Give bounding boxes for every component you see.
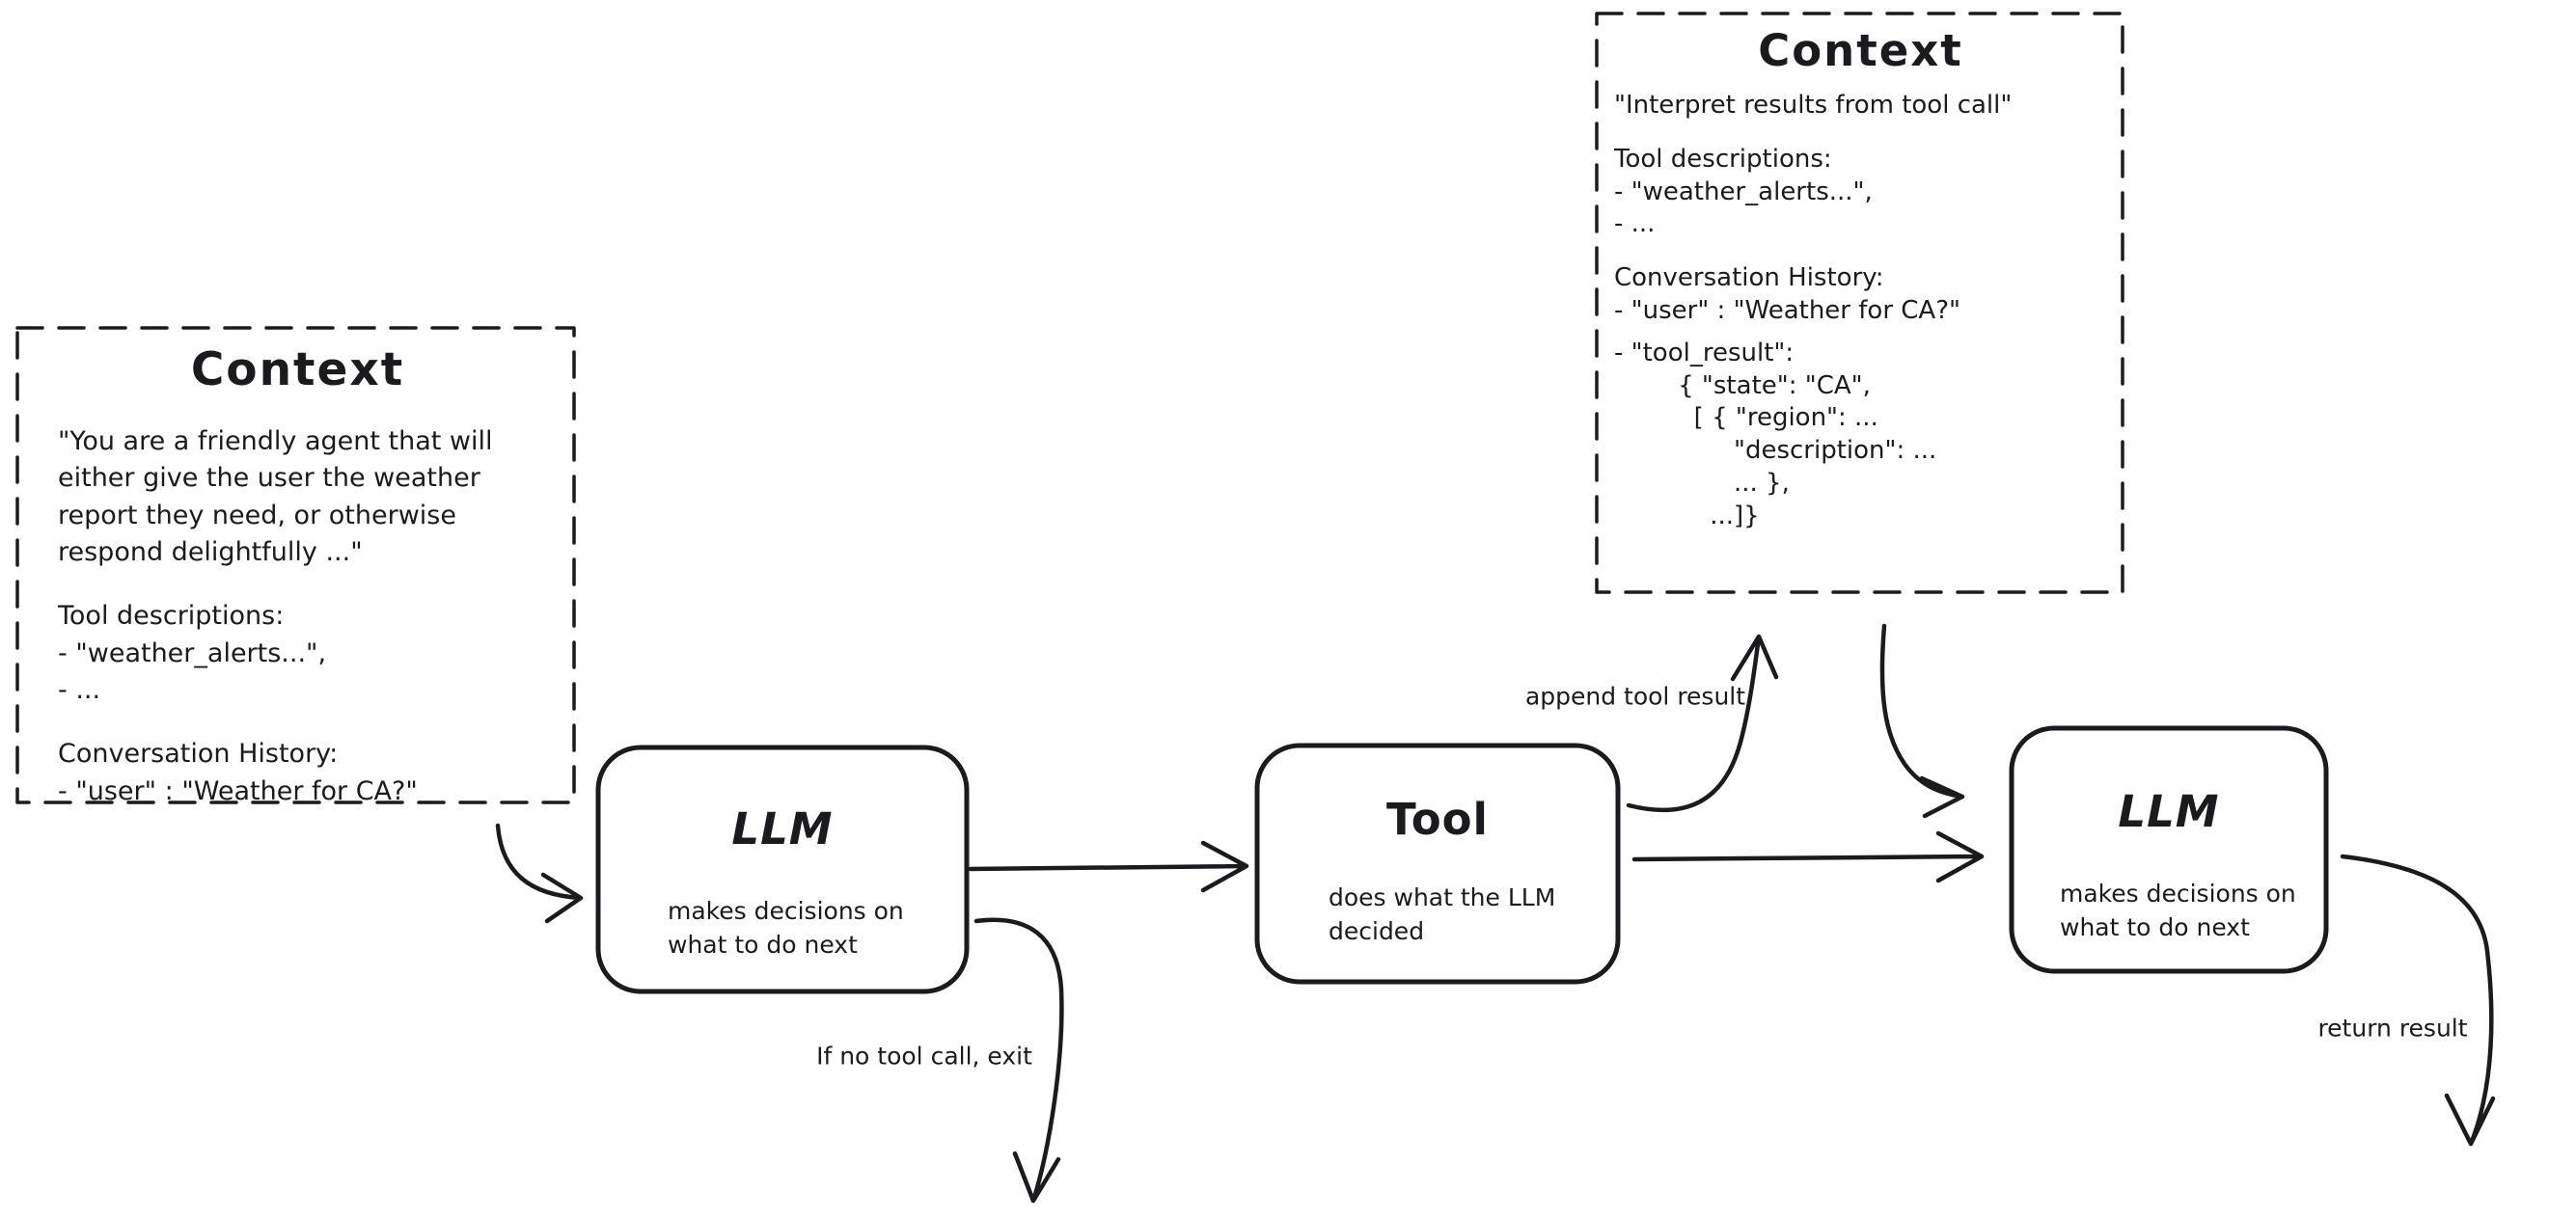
context-top-box: Context "Interpret results from tool cal…	[1597, 14, 2123, 592]
arrow-llm1-to-tool	[968, 840, 1249, 893]
llm1-title: LLM	[731, 803, 834, 855]
context-top-instruction: "Interpret results from tool call"	[1614, 91, 2013, 120]
arrow-llm2-return-result	[2340, 854, 2496, 1147]
context-top-title: Context	[1758, 25, 1963, 76]
tool-node: Tool does what the LLM decided	[1257, 746, 1618, 982]
arrow-tool-to-llm2	[1631, 830, 1985, 883]
arrow-context-top-to-llm2	[1879, 623, 1965, 819]
tool-title: Tool	[1386, 794, 1489, 845]
context-left-box-border	[15, 326, 576, 804]
context-top-conversation-history: Conversation History: - "user" : "Weathe…	[1614, 263, 1960, 325]
llm1-subtitle: makes decisions on what to do next	[668, 897, 904, 959]
context-top-box-border	[1595, 12, 2124, 594]
llm1-box-border	[595, 745, 970, 994]
context-left-conversation-history: Conversation History: - "user" : "Weathe…	[58, 739, 418, 806]
label-if-no-tool-call-exit: If no tool call, exit	[816, 1042, 1032, 1071]
context-left-title: Context	[190, 343, 405, 396]
llm2-title: LLM	[2118, 786, 2220, 837]
context-top-tool-descriptions: Tool descriptions: - "weather_alerts..."…	[1614, 144, 1873, 239]
context-left-system-prompt: "You are a friendly agent that will eith…	[58, 426, 493, 567]
llm2-subtitle: makes decisions on what to do next	[2060, 880, 2296, 941]
context-left-box: Context "You are a friendly agent that w…	[17, 328, 574, 806]
arrow-tool-to-context-top	[1626, 634, 1779, 813]
arrow-context-left-to-llm1	[495, 823, 584, 924]
label-return-result: return result	[2317, 1014, 2468, 1043]
llm2-node: LLM makes decisions on what to do next	[2012, 728, 2326, 971]
context-top-tool-result: - "tool_result": { "state": "CA", [ { "r…	[1614, 338, 1937, 530]
tool-subtitle: does what the LLM decided	[1329, 883, 1556, 945]
tool-box-border	[1254, 743, 1621, 985]
context-left-tool-descriptions: Tool descriptions: - "weather_alerts..."…	[58, 601, 327, 705]
arrow-llm1-exit	[973, 917, 1064, 1204]
llm2-box-border	[2009, 725, 2329, 974]
label-append-tool-result: append tool result	[1524, 682, 1746, 711]
llm1-node: LLM makes decisions on what to do next	[598, 747, 967, 991]
